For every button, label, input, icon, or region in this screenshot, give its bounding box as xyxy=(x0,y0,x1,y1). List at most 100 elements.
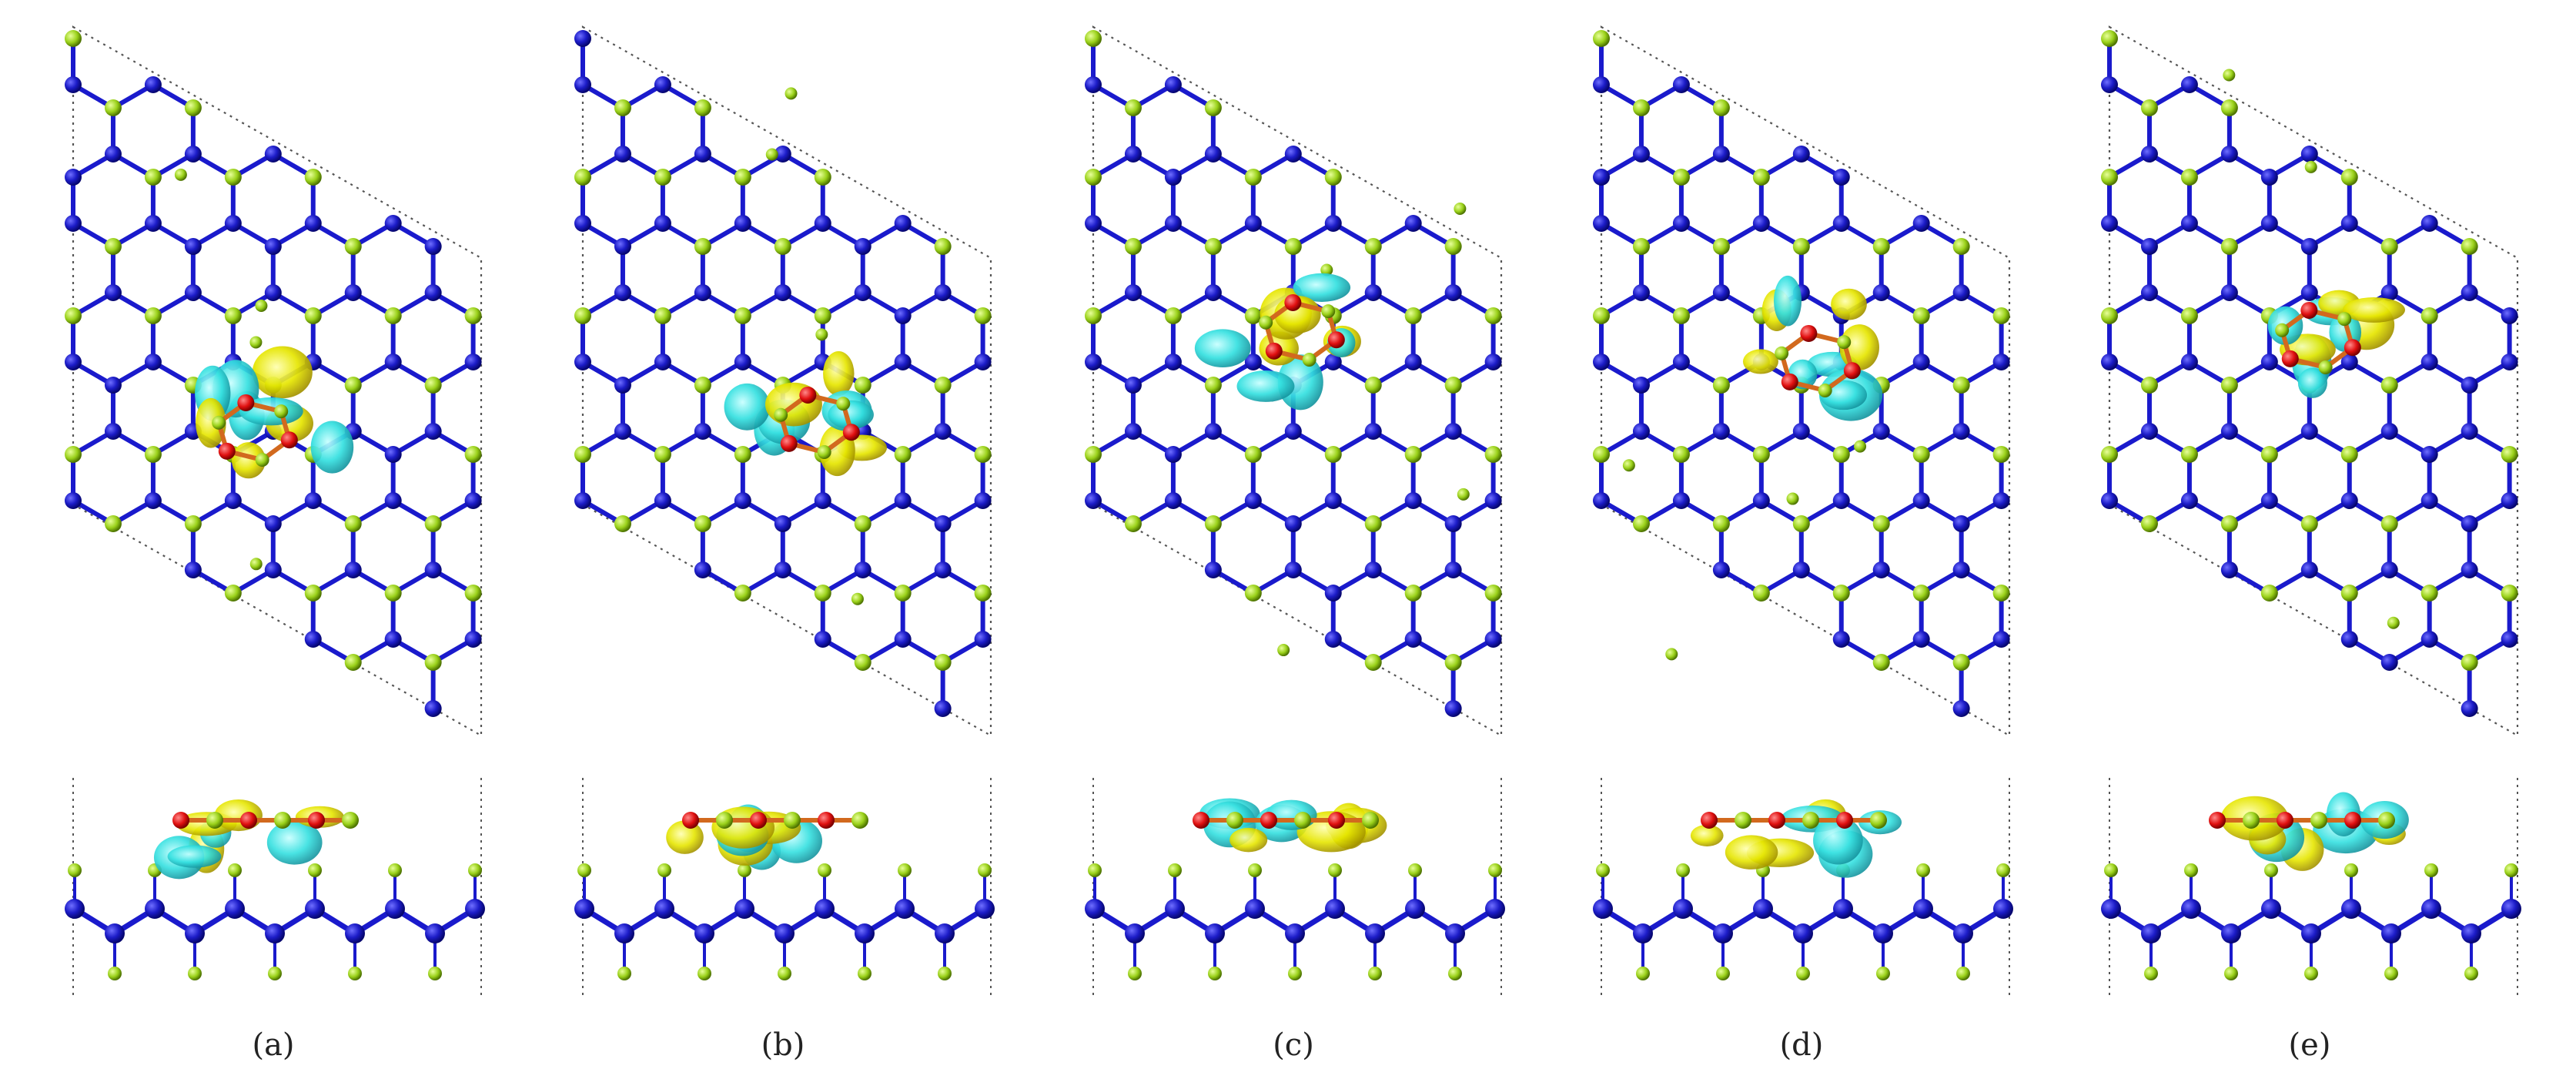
hydrogen-atom xyxy=(1457,488,1470,501)
hydrogen-atom xyxy=(344,238,362,255)
side-molecule-atom xyxy=(172,812,189,829)
lattice-atom xyxy=(2220,423,2238,440)
lattice-atom xyxy=(2300,561,2318,578)
isosurface-depletion xyxy=(724,383,771,431)
molecule-oxygen xyxy=(1327,331,1345,349)
lattice-atom xyxy=(2420,354,2438,370)
lattice-atom xyxy=(144,492,162,509)
isosurface-depletion xyxy=(1236,370,1295,402)
lattice-atom xyxy=(384,446,402,463)
hydrogen-atom xyxy=(144,307,162,324)
hydrogen-atom xyxy=(614,99,631,116)
side-atom xyxy=(1485,899,1505,919)
hydrogen-atom xyxy=(2461,654,2478,671)
lattice-atom xyxy=(2140,238,2158,255)
hydrogen-atom xyxy=(104,515,122,532)
lattice-atom xyxy=(974,354,992,370)
lattice-atom xyxy=(184,561,202,578)
side-hydrogen xyxy=(228,863,242,877)
molecule-hydrogen xyxy=(2275,323,2290,337)
side-atom xyxy=(2141,923,2161,943)
lattice-atom xyxy=(894,307,912,324)
molecule-oxygen xyxy=(1265,342,1283,360)
molecule-oxygen xyxy=(218,442,236,460)
side-atom xyxy=(574,899,594,919)
lattice-atom xyxy=(854,238,871,255)
lattice-atom xyxy=(1712,423,1730,440)
lattice-atom xyxy=(1204,146,1222,163)
hydrogen-atom xyxy=(1444,377,1462,394)
side-molecule-atom xyxy=(2243,812,2260,829)
lattice-bonds xyxy=(580,36,985,711)
hydrogen-atom xyxy=(65,30,82,47)
hydrogen-atom xyxy=(1992,307,2010,324)
side-hydrogen xyxy=(1208,967,1222,980)
hydrogen-atom xyxy=(1593,30,1610,47)
side-atom xyxy=(2501,899,2521,919)
lattice-atom xyxy=(1244,215,1262,232)
hydrogen-atom xyxy=(2501,585,2518,602)
lattice-atom xyxy=(104,377,122,394)
side-hydrogen xyxy=(1448,967,1462,980)
isosurface-accumulation xyxy=(823,350,855,397)
hydrogen-atom xyxy=(1277,644,1290,657)
lattice-atom xyxy=(264,561,282,578)
lattice-atom xyxy=(1444,284,1462,301)
lattice-atom xyxy=(2420,631,2438,648)
side-hydrogen xyxy=(1328,863,1342,877)
panel-caption: (d) xyxy=(1780,1027,1824,1063)
lattice-atom xyxy=(1752,215,1770,232)
lattice-atom xyxy=(1124,146,1142,163)
hydrogen-atom xyxy=(224,585,242,602)
hydrogen-atom xyxy=(854,377,871,394)
lattice-atom xyxy=(1792,146,1810,163)
side-atom xyxy=(1833,899,1853,919)
hydrogen-atom xyxy=(1404,307,1422,324)
side-hydrogen xyxy=(2504,863,2518,877)
hydrogen-atom xyxy=(974,585,992,602)
side-molecule-atom xyxy=(1260,812,1277,829)
hydrogen-atom xyxy=(1665,648,1678,661)
adsorbed-molecule xyxy=(724,350,888,477)
lattice-atom xyxy=(1324,585,1342,602)
lattice-atom xyxy=(104,146,122,163)
panel-d: (d) xyxy=(1593,25,2013,1063)
hydrogen-atom xyxy=(1364,377,1382,394)
hydrogen-atom xyxy=(1672,307,1690,324)
hydrogen-atom xyxy=(1484,585,1502,602)
side-hydrogen xyxy=(308,863,322,877)
side-atom xyxy=(1873,923,1893,943)
lattice-atom xyxy=(1124,423,1142,440)
lattice-atom xyxy=(384,492,402,509)
lattice-atom xyxy=(2180,76,2198,93)
side-hydrogen xyxy=(1488,863,1502,877)
lattice-atom xyxy=(974,631,992,648)
hydrogen-atom xyxy=(1204,515,1222,532)
lattice-atom xyxy=(894,492,912,509)
side-hydrogen xyxy=(1288,967,1302,980)
panel-b: (b) xyxy=(574,25,995,1063)
hydrogen-atom xyxy=(2101,30,2118,47)
side-hydrogen xyxy=(1248,863,1262,877)
hydrogen-atom xyxy=(2420,585,2438,602)
lattice-atom xyxy=(464,631,482,648)
hydrogen-atom xyxy=(2260,585,2278,602)
side-atom xyxy=(1285,923,1305,943)
molecule-oxygen xyxy=(237,394,255,411)
side-hydrogen xyxy=(1716,967,1730,980)
lattice-atom xyxy=(574,30,591,47)
hydrogen-atom xyxy=(174,168,187,181)
side-hydrogen xyxy=(2184,863,2198,877)
hydrogen-atom xyxy=(1786,492,1799,505)
hydrogen-atom xyxy=(184,99,202,116)
lattice-atom xyxy=(1484,492,1502,509)
lattice-atom xyxy=(1284,146,1302,163)
molecule-oxygen xyxy=(2281,350,2299,367)
lattice-atom xyxy=(2420,215,2438,232)
hydrogen-atom xyxy=(1404,446,1422,463)
side-atom xyxy=(1953,923,1973,943)
side-hydrogen xyxy=(978,863,992,877)
molecule-oxygen xyxy=(1843,362,1861,380)
molecule-hydrogen xyxy=(1818,384,1832,398)
hydrogen-atom xyxy=(2180,307,2198,324)
